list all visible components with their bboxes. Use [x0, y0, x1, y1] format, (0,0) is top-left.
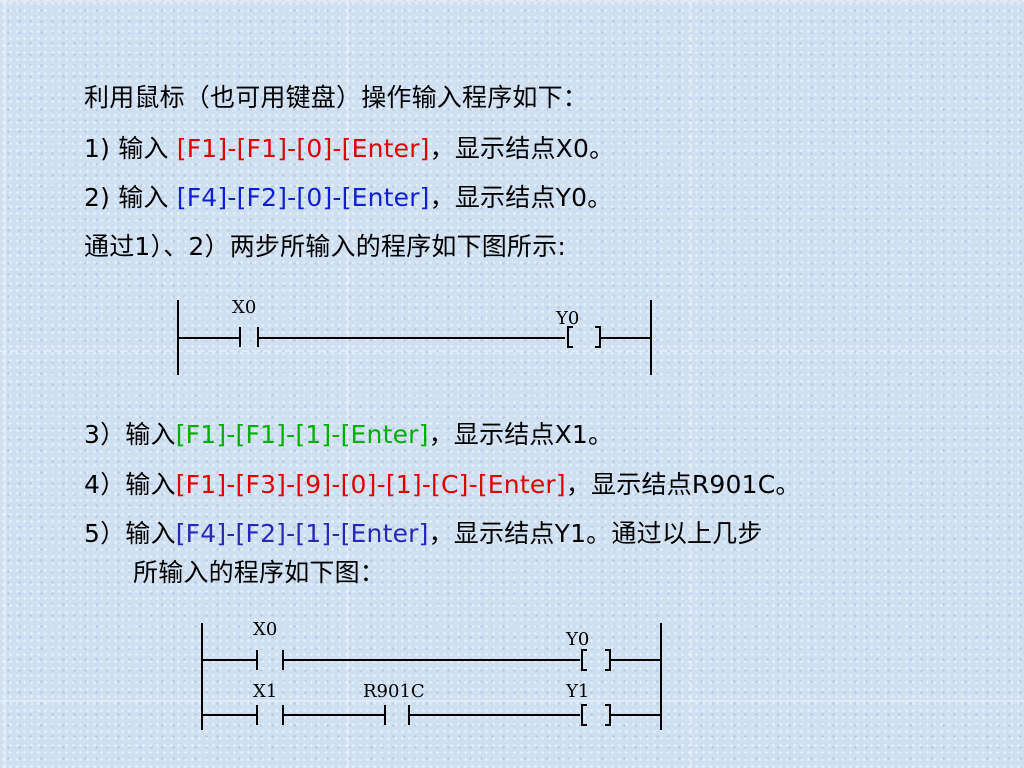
step-1-suffix: ，显示结点X0。 — [429, 134, 615, 163]
contact-r901c-label: R901C — [363, 681, 425, 702]
intro-line: 利用鼠标（也可用键盘）操作输入程序如下： — [84, 83, 589, 112]
step-5-prefix: 5）输入 — [84, 519, 176, 548]
coil-y1-right — [605, 704, 611, 726]
coil-y1-left — [581, 704, 587, 726]
step-2-keys: [F4]-[F2]-[0]-[Enter] — [176, 183, 430, 212]
step-5-keys: [F4]-[F2]-[1]-[Enter] — [175, 519, 429, 548]
coil-y0-left — [581, 649, 587, 671]
contact-x0-label: X0 — [253, 619, 277, 640]
step-3-prefix: 3）输入 — [84, 420, 176, 449]
step-3-line: 3）输入[F1]-[F1]-[1]-[Enter]，显示结点X1。 — [84, 417, 613, 453]
step-4-suffix: ，显示结点R901C。 — [565, 470, 801, 499]
step-1-prefix: 1) 输入 — [84, 134, 177, 163]
step-4-prefix: 4）输入 — [84, 470, 176, 499]
step-1-line: 1) 输入 [F1]-[F1]-[0]-[Enter]，显示结点X0。 — [84, 131, 614, 167]
step-5-suffix: ，显示结点Y1。通过以上几步 — [428, 519, 763, 548]
coil-y0-right — [605, 649, 611, 671]
step-2-prefix: 2) 输入 — [84, 183, 177, 212]
coil-y0-label: Y0 — [565, 629, 589, 650]
step-5-line: 5）输入[F4]-[F2]-[1]-[Enter]，显示结点Y1。通过以上几步 — [84, 516, 763, 552]
step-3-keys: [F1]-[F1]-[1]-[Enter] — [175, 420, 429, 449]
step-4-line: 4）输入[F1]-[F3]-[9]-[0]-[1]-[C]-[Enter]，显示… — [84, 467, 801, 503]
ladder-diagram-1: X0 Y0 — [177, 297, 652, 375]
step-2-suffix: ，显示结点Y0。 — [429, 183, 613, 212]
step-1-keys: [F1]-[F1]-[0]-[Enter] — [176, 134, 430, 163]
coil-y1-label: Y1 — [565, 681, 589, 702]
coil-y0-left — [567, 326, 573, 348]
coil-y0-label: Y0 — [555, 308, 579, 329]
step-5-continuation: 所输入的程序如下图： — [133, 558, 386, 587]
ladder-diagram-2: X0 Y0 X1 R901C Y1 — [201, 619, 662, 730]
summary-line: 通过1）、2）两步所输入的程序如下图所示: — [84, 232, 566, 261]
contact-x0-label: X0 — [232, 297, 256, 318]
step-4-keys: [F1]-[F3]-[9]-[0]-[1]-[C]-[Enter] — [175, 470, 566, 499]
contact-x1-label: X1 — [253, 681, 277, 702]
coil-y0-right — [595, 326, 601, 348]
step-3-suffix: ，显示结点X1。 — [428, 420, 614, 449]
step-2-line: 2) 输入 [F4]-[F2]-[0]-[Enter]，显示结点Y0。 — [84, 180, 612, 216]
